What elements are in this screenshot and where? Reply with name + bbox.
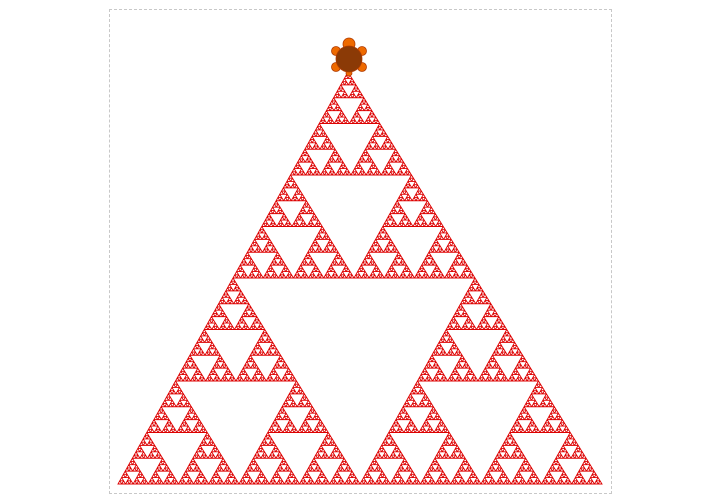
sierpinski-fractal [117, 71, 603, 485]
sierpinski-path [117, 71, 603, 485]
turtle-icon [331, 37, 367, 77]
turtle-shell [335, 45, 363, 73]
